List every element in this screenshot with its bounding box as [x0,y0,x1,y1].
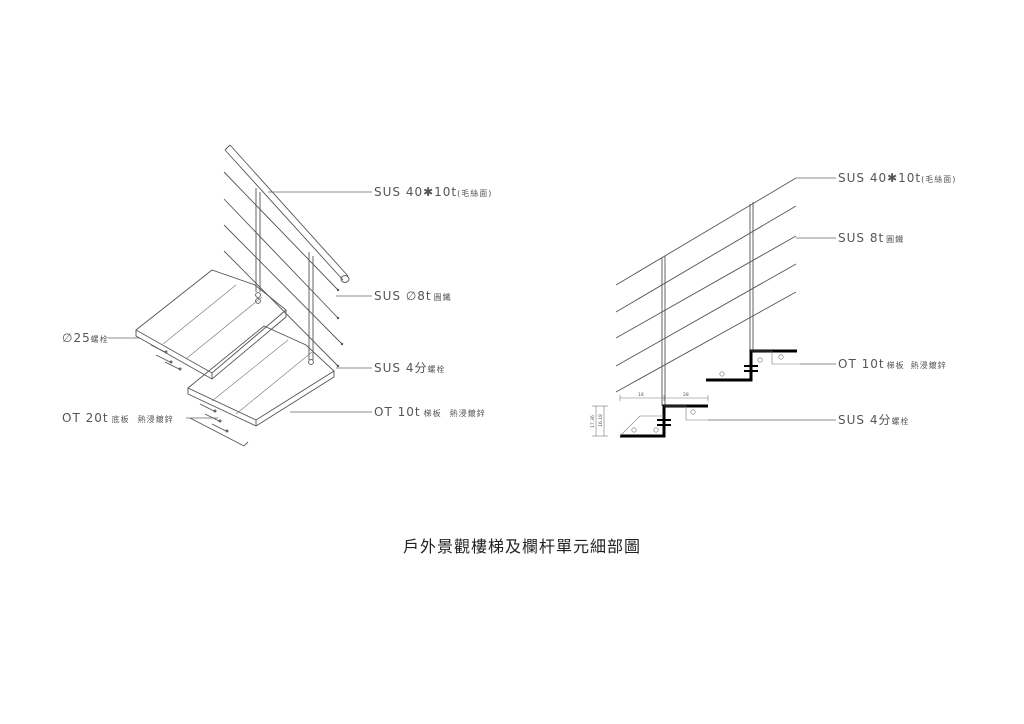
handrail [224,144,350,283]
left-handrail-label: SUS 40✱10t(毛絲面) [374,185,492,199]
right-step-profiles [620,349,797,438]
dim-rise: 16.18 [598,414,604,427]
left-leaders [108,191,372,419]
dim-run1: 18 [638,392,644,398]
right-post-group [661,202,754,406]
lower-anchor-bolts [199,403,229,433]
post-group [255,188,314,365]
right-handrail-label: SUS 40✱10t(毛絲面) [838,171,956,185]
upper-anchor-bolts [150,344,182,371]
right-rod-group [615,177,797,393]
right-elevation-view: 18 28 17.36 16.18 SUS 40✱10t(毛絲面) SUS 8t… [590,171,956,438]
upper-step [135,269,287,380]
dim-run2: 28 [683,392,689,398]
left-bolt-label: SUS 4分螺栓 [374,361,445,375]
lower-step [187,325,335,447]
right-bolt-label: SUS 4分螺栓 [838,413,909,427]
dim-rise-total: 17.36 [590,415,596,428]
rod-group [223,171,344,368]
right-dimensions: 18 28 17.36 16.18 [590,392,709,437]
left-anchor-label: ∅25螺栓 [62,331,109,345]
drawing-title: 戶外景觀樓梯及欄杆單元細部圖 [403,537,641,556]
right-leaders [708,177,836,421]
right-tread-outlines [619,350,800,437]
right-bolt-markers [657,365,758,426]
